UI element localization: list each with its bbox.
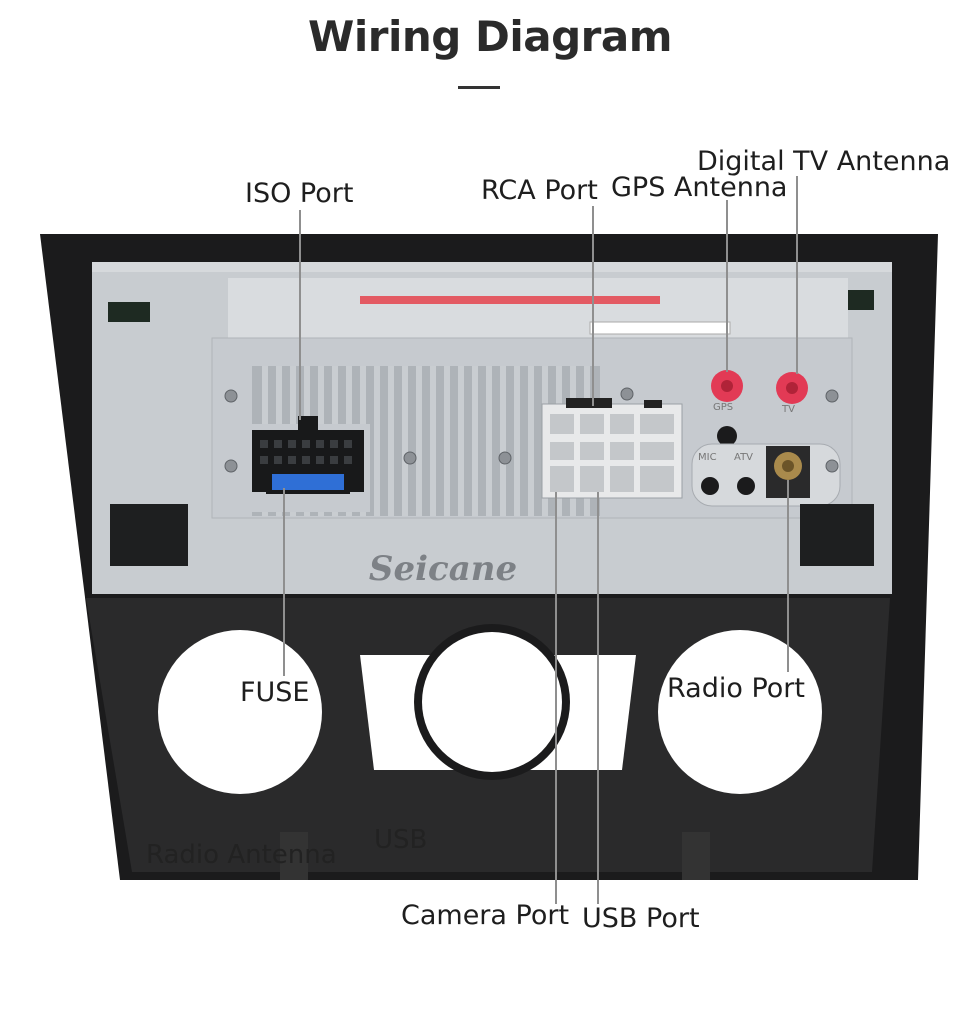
mic-jack <box>701 477 719 495</box>
label-usb: USB <box>374 825 428 855</box>
label-rca-port: RCA Port <box>481 175 598 206</box>
chassis-top <box>228 278 848 340</box>
mark-mic: MIC <box>698 452 717 463</box>
label-gps-antenna: GPS Antenna <box>611 172 788 203</box>
label-radio-antenna: Radio Antenna <box>146 840 337 870</box>
plate-slot-left <box>108 302 150 322</box>
brand-logo: Seicane <box>369 549 517 589</box>
bottom-clip <box>682 832 710 880</box>
label-iso-port: ISO Port <box>245 178 354 209</box>
mark-tv: TV <box>782 404 795 415</box>
screw <box>825 459 839 473</box>
chassis-barcode <box>589 321 731 335</box>
screw <box>825 389 839 403</box>
screw <box>498 451 512 465</box>
fuse <box>272 474 344 490</box>
screw <box>403 451 417 465</box>
mic-hole <box>717 426 737 446</box>
title-underline <box>458 86 500 89</box>
left-knob-opening <box>158 630 322 794</box>
right-bracket <box>800 504 874 566</box>
atv-jack <box>737 477 755 495</box>
label-digital-tv-antenna: Digital TV Antenna <box>697 146 951 177</box>
screw <box>224 459 238 473</box>
left-bracket <box>110 504 188 566</box>
bottom-clip <box>280 832 308 880</box>
chassis-label-strip <box>360 296 660 304</box>
screw <box>620 387 634 401</box>
mark-gps: GPS <box>713 402 734 413</box>
page-title: Wiring Diagram <box>308 12 672 61</box>
label-fuse: FUSE <box>240 677 310 708</box>
label-camera-port: Camera Port <box>401 900 570 931</box>
right-knob-opening <box>658 630 822 794</box>
mark-atv: ATV <box>734 452 754 463</box>
center-knob-opening <box>422 632 562 772</box>
screw <box>224 389 238 403</box>
label-usb-port: USB Port <box>582 903 700 934</box>
label-radio-port: Radio Port <box>667 673 805 704</box>
